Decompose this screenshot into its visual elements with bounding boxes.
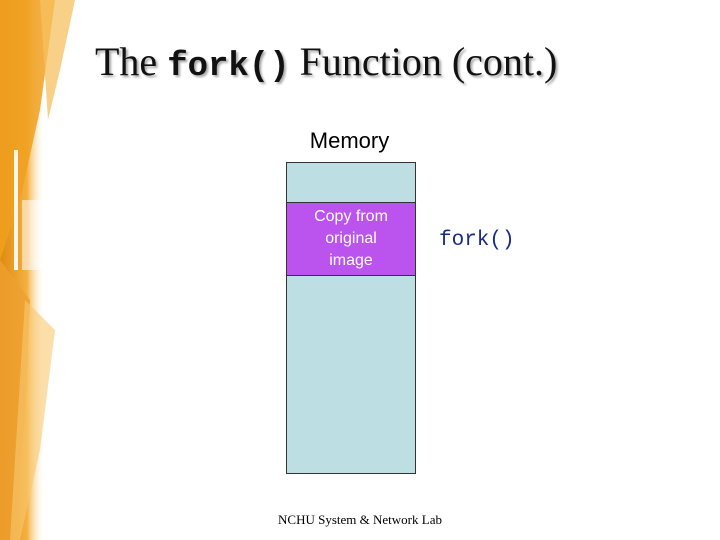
footer-text: NCHU System & Network Lab <box>278 512 442 527</box>
title-suffix: Function (cont.) <box>289 39 558 84</box>
fork-call-label: fork() <box>439 229 515 252</box>
memory-top-segment <box>287 163 415 203</box>
decorative-orange-band <box>0 0 92 540</box>
memory-label: Memory <box>309 128 390 153</box>
memory-block: Copy from original image <box>286 162 416 474</box>
copy-segment-text: Copy from original image <box>314 208 388 269</box>
slide-title: The fork() Function (cont.) <box>95 38 557 86</box>
title-prefix: The <box>95 39 168 84</box>
copy-segment: Copy from original image <box>287 203 415 276</box>
title-code: fork() <box>167 48 290 86</box>
